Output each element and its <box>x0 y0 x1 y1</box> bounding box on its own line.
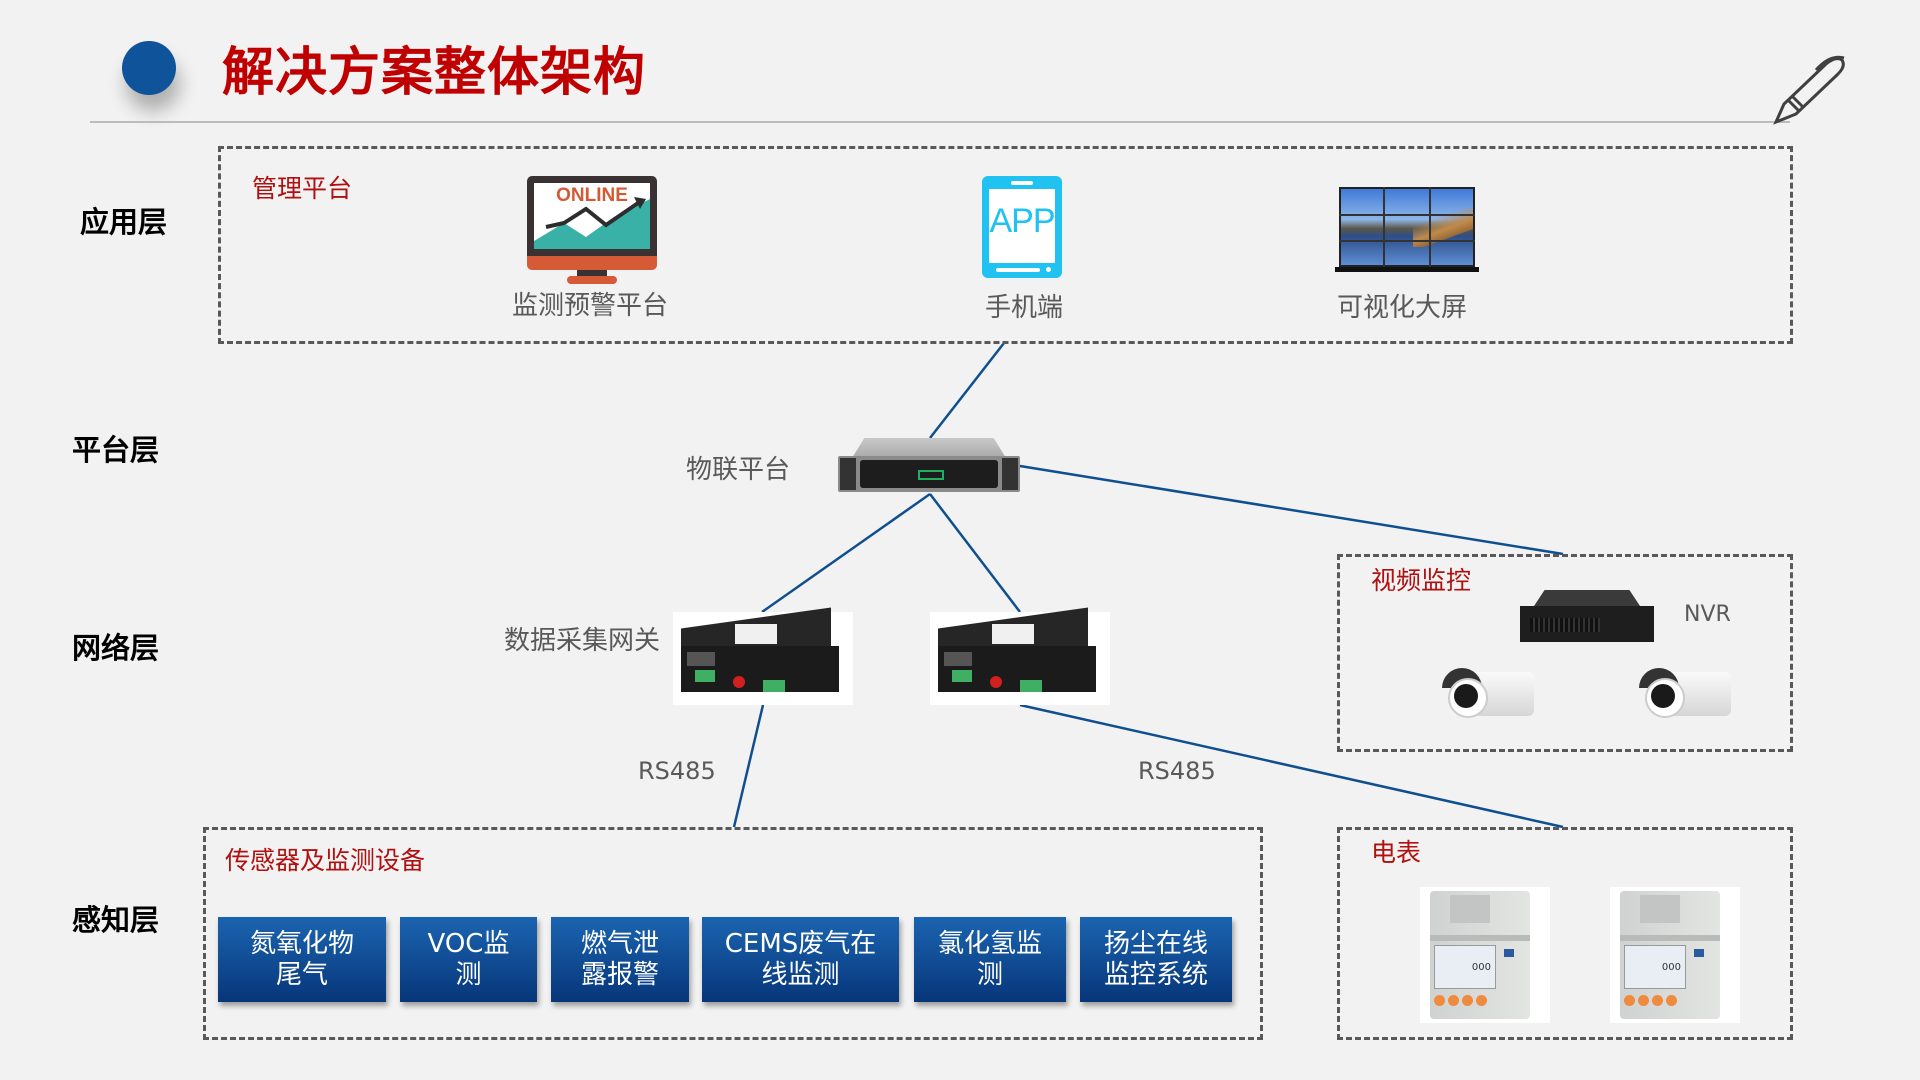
meter-display: 000 <box>1624 945 1686 989</box>
nvr-label: NVR <box>1684 602 1731 627</box>
video-monitoring-box <box>1337 554 1793 752</box>
link-platform-to-gateway-2 <box>929 493 1021 613</box>
data-gateway-label: 数据采集网关 <box>504 626 661 656</box>
online-screen-text: ONLINE <box>556 185 628 206</box>
button-line-2: 露报警 <box>580 959 659 990</box>
gateway-device-icon-2[interactable] <box>930 607 1110 705</box>
layer-label-network: 网络层 <box>72 631 160 665</box>
gateway-device-icon-1[interactable] <box>673 607 853 705</box>
layer-label-application: 应用层 <box>80 205 168 239</box>
monitoring-warning-platform-label: 监测预警平台 <box>511 291 668 321</box>
page-title: 解决方案整体架构 <box>222 43 647 103</box>
link-platform-to-gateway-1 <box>761 492 931 614</box>
meter-display: 000 <box>1434 945 1496 989</box>
title-divider <box>90 121 1790 123</box>
pen-icon <box>1773 55 1845 125</box>
layer-label-platform: 平台层 <box>72 433 160 467</box>
server-icon[interactable] <box>838 438 1020 494</box>
link-platform-to-video <box>1019 464 1564 556</box>
button-line-1: 燃气泄 <box>580 928 659 959</box>
layer-label-perception: 感知层 <box>72 903 160 937</box>
button-line-2: 尾气 <box>275 959 328 990</box>
sensor-devices-box <box>203 827 1263 1040</box>
link-gateway-1-to-sensors <box>732 704 765 828</box>
title-bullet-dot <box>122 41 176 95</box>
sensor-button-hcl[interactable]: 氯化氢监测 <box>914 917 1066 1002</box>
visualization-big-screen-label: 可视化大屏 <box>1336 293 1467 323</box>
mobile-app-icon[interactable]: APP <box>982 176 1062 278</box>
button-line-1: 氮氧化物 <box>249 928 354 959</box>
iot-platform-label: 物联平台 <box>686 455 791 485</box>
sensor-button-nox-exhaust[interactable]: 氮氧化物尾气 <box>218 917 386 1002</box>
button-line-1: VOC监 <box>427 928 510 959</box>
sensor-button-dust[interactable]: 扬尘在线监控系统 <box>1080 917 1232 1002</box>
electric-meter-icon-1[interactable]: 000 <box>1420 887 1550 1023</box>
link-gateway-2-to-meters <box>1019 703 1564 829</box>
button-line-1: 扬尘在线 <box>1103 928 1208 959</box>
button-line-1: CEMS废气在 <box>724 928 877 959</box>
sensor-button-cems[interactable]: CEMS废气在线监测 <box>702 917 899 1002</box>
electric-meter-title: 电表 <box>1371 838 1422 867</box>
video-monitoring-title: 视频监控 <box>1371 566 1472 595</box>
video-wall-icon[interactable] <box>1333 185 1481 275</box>
application-layer-box <box>218 146 1793 344</box>
button-line-2: 线监测 <box>761 959 840 990</box>
app-screen-text: APP <box>989 202 1055 240</box>
sensor-button-gas-leak[interactable]: 燃气泄露报警 <box>551 917 689 1002</box>
nvr-recorder-icon[interactable] <box>1520 590 1654 642</box>
button-line-1: 氯化氢监 <box>937 928 1042 959</box>
sensor-button-voc[interactable]: VOC监测 <box>400 917 537 1002</box>
mobile-client-label: 手机端 <box>984 293 1063 323</box>
electric-meter-icon-2[interactable]: 000 <box>1610 887 1740 1023</box>
button-line-2: 监控系统 <box>1103 959 1208 990</box>
link-app-to-platform <box>929 342 1005 439</box>
online-monitor-icon[interactable]: ONLINE <box>527 176 657 284</box>
rs485-label-left: RS485 <box>638 757 716 785</box>
bullet-camera-icon-2[interactable] <box>1637 668 1731 728</box>
management-platform-title: 管理平台 <box>252 174 353 203</box>
button-line-2: 测 <box>976 959 1003 990</box>
bullet-camera-icon-1[interactable] <box>1440 668 1534 728</box>
button-line-2: 测 <box>455 959 482 990</box>
rs485-label-right: RS485 <box>1138 757 1216 785</box>
electric-meter-box <box>1337 827 1793 1040</box>
sensor-devices-title: 传感器及监测设备 <box>225 846 426 875</box>
